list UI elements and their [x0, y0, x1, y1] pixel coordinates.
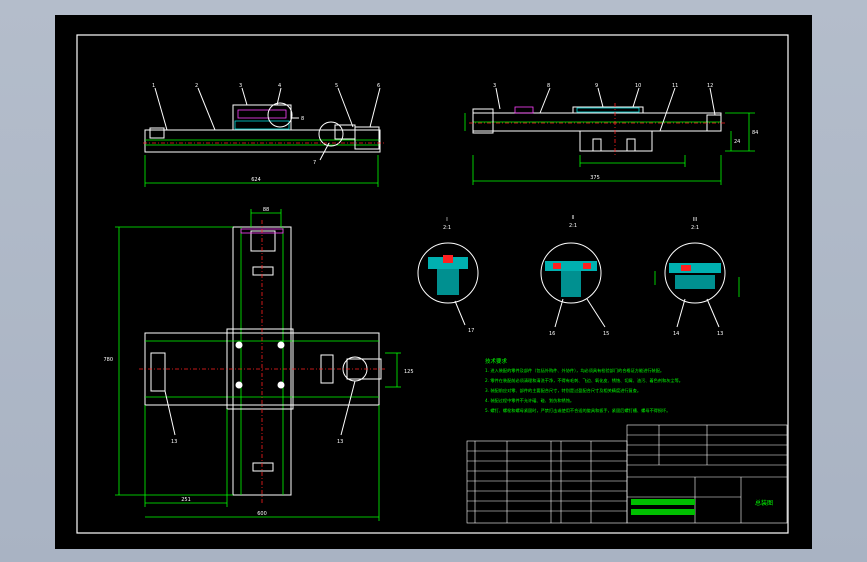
detail-view-I	[417, 242, 479, 326]
side-dim-right-a: 84	[752, 130, 758, 136]
side-dim-bottom: 375	[590, 175, 600, 181]
side-leader-3: 3	[493, 83, 496, 89]
front-leader-8: 8	[301, 116, 304, 122]
title-block-green-row-2	[631, 509, 695, 515]
detail-view-III	[654, 242, 740, 328]
cad-drawing-canvas[interactable]: 624 1 2 3 4 5 6 7 8	[55, 15, 812, 549]
front-leader-7: 7	[313, 160, 316, 166]
side-leader-11: 11	[672, 83, 678, 89]
side-leader-10: 10	[635, 83, 641, 89]
note-line-1: 1. 进入装配的零件及部件（包括外购件、外协件），均必须具有检验部门的合格证方能…	[485, 367, 664, 374]
note-line-5: 5. 螺钉、螺栓和螺母紧固时，严禁打击或使用不合适的旋具和扳手，紧固后螺钉槽、螺…	[485, 407, 670, 414]
side-dim-right-b: 24	[734, 139, 740, 145]
front-leader-2: 2	[195, 83, 198, 89]
front-leader-1: 1	[152, 83, 155, 89]
plan-dim-bottom-a: 251	[181, 497, 191, 503]
title-block-green-row	[631, 499, 695, 505]
plan-leader-left: 13	[171, 439, 177, 445]
detail-II-leader-b: 15	[603, 331, 609, 337]
plan-dim-left: 780	[103, 357, 113, 363]
detail-III-label: III	[693, 217, 697, 223]
title-block	[626, 424, 788, 524]
detail-III-leader-b: 13	[717, 331, 723, 337]
note-line-4: 4. 装配过程中零件不允许磕、碰、划伤和锈蚀。	[485, 397, 574, 404]
detail-I-scale: 2:1	[443, 225, 451, 231]
front-leader-3: 3	[239, 83, 242, 89]
plan-dim-right: 125	[404, 369, 414, 375]
front-leader-6: 6	[377, 83, 380, 89]
detail-I-leader: 17	[468, 328, 474, 334]
front-view: 624	[143, 87, 385, 187]
outer-frame	[76, 34, 789, 534]
side-leader-9: 9	[595, 83, 598, 89]
title-block-drawing-name: 总装图	[755, 499, 773, 507]
front-dim-bottom: 624	[251, 177, 261, 183]
detail-II-scale: 2:1	[569, 223, 577, 229]
detail-view-II	[540, 242, 606, 328]
front-leader-4: 4	[278, 83, 281, 89]
side-leader-12: 12	[707, 83, 713, 89]
parts-list	[466, 440, 628, 524]
detail-III-leader-a: 14	[673, 331, 679, 337]
plan-dim-top: 88	[263, 207, 269, 213]
note-line-3: 3. 装配前应对零、部件的主要配合尺寸，特别是过盈配合尺寸及相关精度进行复查。	[485, 387, 641, 394]
front-leader-5: 5	[335, 83, 338, 89]
plan-dim-bottom-b: 600	[257, 511, 267, 517]
plan-leader-right: 13	[337, 439, 343, 445]
side-view	[464, 87, 755, 185]
detail-III-scale: 2:1	[691, 225, 699, 231]
notes-heading: 技术要求	[485, 357, 508, 365]
detail-II-leader-a: 16	[549, 331, 555, 337]
note-line-2: 2. 零件在装配前必须清理和清洗干净，不得有毛刺、飞边、氧化皮、锈蚀、切屑、油污…	[485, 377, 683, 384]
detail-II-label: II	[572, 215, 575, 221]
side-leader-8: 8	[547, 83, 550, 89]
plan-view	[115, 209, 401, 521]
drawing-viewport[interactable]: 624 1 2 3 4 5 6 7 8	[55, 15, 812, 549]
detail-I-label: I	[446, 217, 447, 223]
